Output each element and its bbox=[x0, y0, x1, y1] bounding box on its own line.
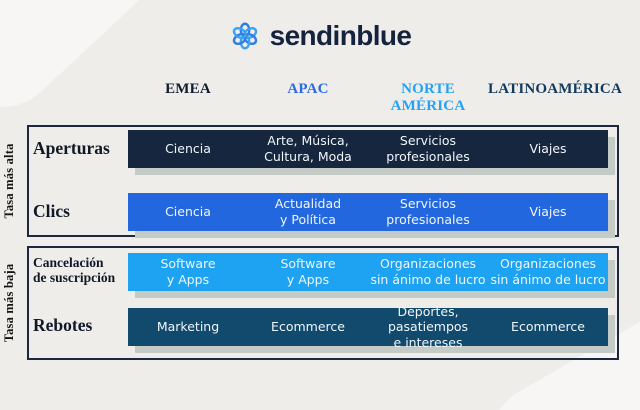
data-bar-clics: Ciencia Actualidad y Política Servicios … bbox=[128, 193, 608, 231]
region-header-row: EMEA APAC NORTE AMÉRICA LATINOAMÉRICA bbox=[128, 81, 622, 115]
cell-cancelacion-apac: Software y Apps bbox=[280, 256, 336, 287]
group-frame-highest-rate bbox=[27, 125, 619, 237]
row-label-clics: Clics bbox=[33, 201, 70, 222]
sendinblue-pinwheel-icon bbox=[232, 22, 257, 50]
data-bar-rebotes: Marketing Ecommerce Deportes, pasatiempo… bbox=[128, 303, 608, 350]
cell-cancelacion-emea: Software y Apps bbox=[160, 256, 216, 287]
column-header-apac: APAC bbox=[287, 81, 329, 97]
cell-cancelacion-latinoamerica: Organizaciones sin ánimo de lucro bbox=[490, 256, 606, 287]
group-frame-lowest-rate bbox=[27, 246, 619, 360]
cell-rebotes-latinoamerica: Ecommerce bbox=[511, 319, 585, 335]
cell-clics-latinoamerica: Viajes bbox=[529, 204, 567, 220]
data-bar-cancelacion: Software y Apps Software y Apps Organiza… bbox=[128, 253, 608, 291]
column-header-emea: EMEA bbox=[165, 81, 211, 97]
cell-aperturas-norte-america: Servicios profesionales bbox=[386, 133, 470, 164]
column-header-norte-america: NORTE AMÉRICA bbox=[390, 81, 466, 114]
row-label-aperturas: Aperturas bbox=[33, 138, 110, 159]
row-label-rebotes: Rebotes bbox=[33, 315, 93, 336]
cell-cancelacion-norte-america: Organizaciones sin ánimo de lucro bbox=[370, 256, 486, 287]
column-header-latinoamerica: LATINOAMÉRICA bbox=[488, 81, 622, 97]
side-label-highest-rate: Tasa más alta bbox=[2, 143, 16, 219]
brand-wordmark: sendinblue bbox=[269, 20, 412, 51]
side-label-lowest-rate: Tasa más baja bbox=[2, 263, 16, 343]
cell-aperturas-emea: Ciencia bbox=[165, 141, 211, 157]
cell-rebotes-norte-america: Deportes, pasatiempos e intereses bbox=[387, 303, 469, 350]
cell-clics-norte-america: Servicios profesionales bbox=[386, 196, 470, 227]
row-label-cancelacion: Cancelación de suscripción bbox=[33, 255, 116, 285]
cell-aperturas-latinoamerica: Viajes bbox=[529, 141, 567, 157]
brand-logo: sendinblue bbox=[0, 16, 640, 56]
cell-rebotes-emea: Marketing bbox=[156, 319, 220, 335]
cell-clics-emea: Ciencia bbox=[165, 204, 211, 220]
data-bar-aperturas: Ciencia Arte, Música, Cultura, Moda Serv… bbox=[128, 130, 608, 168]
cell-aperturas-apac: Arte, Música, Cultura, Moda bbox=[264, 133, 352, 164]
cell-clics-apac: Actualidad y Política bbox=[274, 196, 342, 227]
cell-rebotes-apac: Ecommerce bbox=[271, 319, 345, 335]
